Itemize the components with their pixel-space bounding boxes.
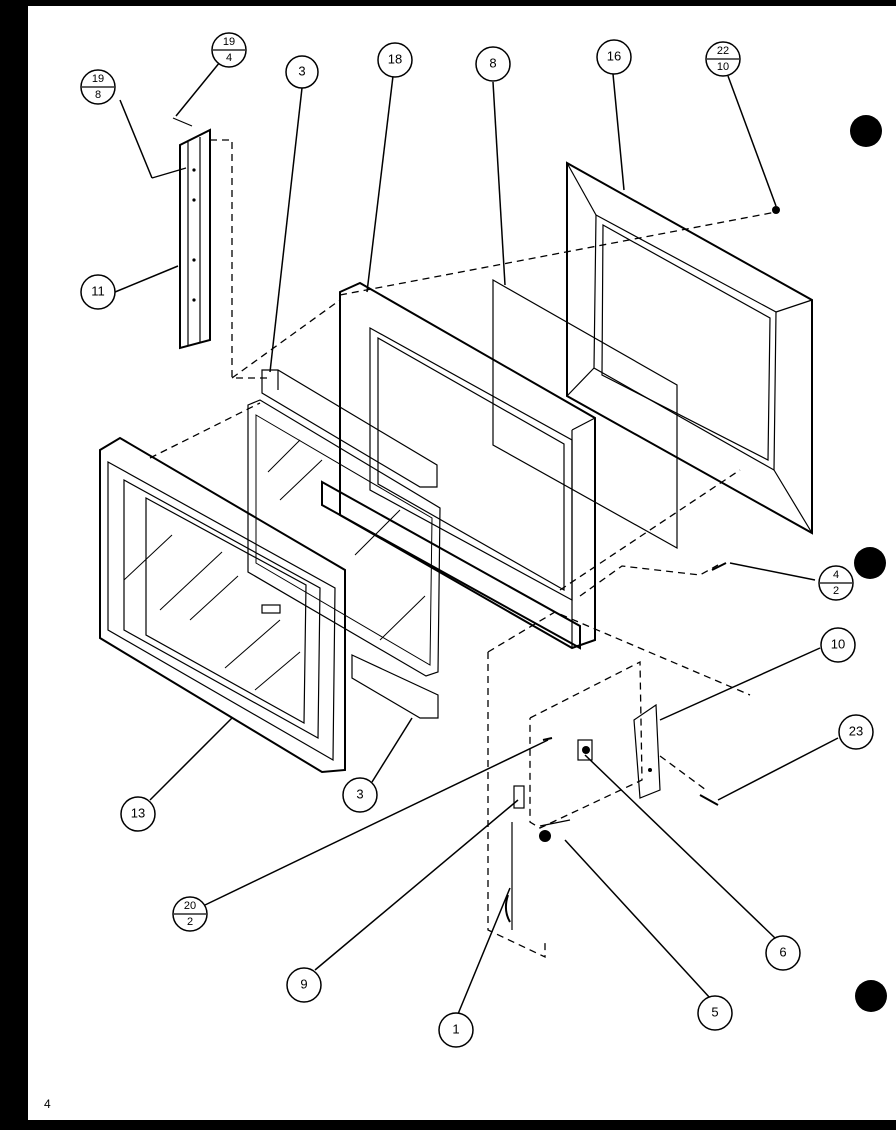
part-13-front-door [99, 436, 346, 774]
svg-text:20: 20 [184, 900, 196, 912]
inner-glass-panel [247, 399, 441, 677]
fraction-callout-19-4: 19 4 [211, 32, 247, 68]
part-20-screw [542, 737, 553, 741]
svg-text:4: 4 [226, 52, 232, 64]
part-22-screw [772, 206, 780, 214]
svg-text:10: 10 [717, 61, 729, 73]
fraction-callout-19-8: 19 8 [80, 69, 116, 105]
callout-9: 9 [286, 967, 322, 1003]
svg-text:5: 5 [711, 1004, 718, 1019]
part-18-inner-frame [321, 281, 596, 650]
fraction-callout-4-2: 4 2 [818, 565, 854, 601]
callout-5: 5 [697, 995, 733, 1031]
svg-text:19: 19 [92, 73, 104, 85]
svg-text:3: 3 [298, 63, 305, 78]
callout-3-top: 3 [285, 55, 319, 89]
part-10-latch-plate [633, 703, 661, 799]
part-23-screw [699, 794, 719, 806]
part-3-top-strip [261, 369, 438, 488]
callout-1: 1 [438, 1012, 474, 1048]
callout-10: 10 [820, 627, 856, 663]
binder-hole-top [850, 115, 882, 147]
callout-6: 6 [765, 935, 801, 971]
svg-text:16: 16 [607, 48, 621, 63]
part-9-switch [513, 785, 525, 809]
part-11-hinge-bracket [151, 117, 211, 350]
svg-text:2: 2 [833, 585, 839, 597]
fraction-callout-22-10: 22 10 [705, 41, 741, 77]
svg-text:4: 4 [833, 569, 839, 581]
part-3-bottom-strip [351, 654, 439, 719]
callout-23: 23 [838, 714, 874, 750]
alignment-dashed-lines [149, 139, 777, 959]
svg-text:23: 23 [849, 723, 863, 738]
svg-text:10: 10 [831, 636, 845, 651]
callout-13: 13 [120, 796, 156, 832]
svg-text:11: 11 [91, 283, 105, 298]
part-16-door-frame [566, 161, 813, 535]
callout-3-bottom: 3 [342, 777, 378, 813]
svg-text:19: 19 [223, 36, 235, 48]
binder-hole-middle [854, 547, 886, 579]
callout-8: 8 [475, 46, 511, 82]
svg-text:22: 22 [717, 45, 729, 57]
svg-text:6: 6 [779, 944, 786, 959]
drawing-sheet [28, 6, 896, 1120]
svg-text:9: 9 [300, 976, 307, 991]
part-4-screw [711, 562, 727, 571]
page-number: 4 [44, 1097, 51, 1111]
fraction-callout-20-2: 20 2 [172, 896, 208, 932]
svg-text:1: 1 [452, 1021, 459, 1036]
svg-text:8: 8 [95, 89, 101, 101]
callout-18: 18 [377, 42, 413, 78]
svg-text:2: 2 [187, 916, 193, 928]
leader-lines [114, 61, 839, 1015]
svg-text:13: 13 [131, 805, 145, 820]
svg-text:3: 3 [356, 786, 363, 801]
part-5-spring [539, 819, 571, 842]
callout-11: 11 [80, 274, 116, 310]
part-8-panel-sheet [492, 278, 678, 550]
svg-text:18: 18 [388, 51, 402, 66]
svg-text:8: 8 [489, 55, 496, 70]
part-1-rod [504, 822, 513, 930]
part-6-latch-lever [577, 739, 593, 761]
binder-hole-bottom [855, 980, 887, 1012]
callout-16: 16 [596, 39, 632, 75]
